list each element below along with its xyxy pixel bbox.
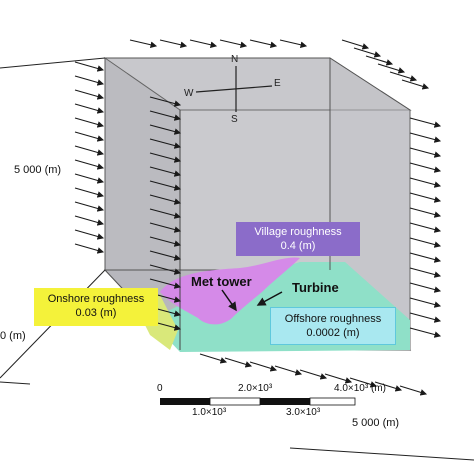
land-region (160, 257, 300, 325)
met-tower-label: Met tower (191, 274, 252, 289)
arrow-icon (353, 47, 382, 58)
scale-tick-4000: 4.0×10³ (m) (334, 383, 386, 394)
depth-dimension-label: 5 000 (m) (352, 417, 400, 429)
arrow-icon (149, 222, 182, 233)
arrow-icon (74, 201, 105, 212)
arrow-icon (149, 110, 182, 121)
scale-zero: 0 (157, 383, 163, 394)
met-tower-pointer (221, 289, 237, 312)
arrow-icon (149, 138, 182, 149)
left-lower-line (0, 381, 31, 385)
arrow-icon (409, 267, 442, 278)
compass-e: E (274, 78, 281, 89)
wind-arrows (74, 39, 442, 396)
arrow-icon (74, 117, 105, 128)
height-dim-line (0, 57, 106, 69)
scale-tick-2000: 2.0×10³ (238, 383, 273, 394)
arrow-icon (189, 39, 218, 48)
arrow-icon (224, 357, 253, 368)
arrow-icon (149, 96, 182, 107)
arrow-icon (409, 207, 442, 218)
arrow-icon (74, 173, 105, 184)
arrow-icon (149, 250, 182, 261)
arrow-icon (409, 252, 442, 263)
arrow-icon (74, 131, 105, 142)
onshore-roughness-box: Onshore roughness 0.03 (m) (34, 288, 158, 326)
compass-s: S (231, 114, 238, 125)
arrow-icon (409, 327, 442, 338)
arrow-icon (389, 71, 418, 82)
arrow-icon (299, 369, 328, 380)
arrow-icon (409, 162, 442, 173)
arrow-icon (219, 39, 248, 48)
arrow-icon (74, 75, 105, 86)
arrow-icon (74, 89, 105, 100)
arrow-icon (74, 145, 105, 156)
depth-dim-line (289, 447, 474, 461)
arrow-icon (409, 132, 442, 143)
arrow-icon (74, 159, 105, 170)
arrow-icon (74, 215, 105, 226)
arrow-icon (279, 39, 308, 48)
village-value: 0.4 (m) (280, 240, 316, 252)
arrow-icon (74, 61, 105, 72)
scale-bar (160, 397, 356, 406)
scale-tick-1000: 1.0×10³ (192, 407, 227, 418)
arrow-icon (149, 208, 182, 219)
arrow-icon (149, 180, 182, 191)
arrow-icon (149, 264, 182, 275)
arrow-icon (409, 117, 442, 128)
compass-n: N (231, 54, 238, 65)
arrow-icon (374, 381, 403, 392)
arrow-icon (149, 152, 182, 163)
onshore-value: 0.03 (m) (75, 307, 117, 319)
offshore-roughness-box: Offshore roughness 0.0002 (m) (270, 307, 396, 345)
arrow-icon (149, 236, 182, 247)
arrow-icon (149, 124, 182, 135)
arrow-icon (409, 147, 442, 158)
arrow-icon (159, 39, 188, 48)
arrow-icon (399, 385, 428, 396)
turbine-pointer (256, 291, 283, 306)
arrow-icon (149, 278, 182, 289)
compass-w: W (184, 88, 194, 99)
turbine-label: Turbine (292, 280, 339, 295)
arrow-icon (249, 361, 278, 372)
arrow-icon (149, 166, 182, 177)
arrow-icon (74, 103, 105, 114)
arrow-icon (149, 194, 182, 205)
arrow-icon (409, 237, 442, 248)
arrow-icon (409, 312, 442, 323)
arrow-icon (74, 243, 105, 254)
offshore-title: Offshore roughness (284, 313, 382, 325)
arrow-icon (409, 297, 442, 308)
arrow-icon (129, 39, 158, 48)
compass-icon (195, 66, 273, 112)
arrow-icon (365, 55, 394, 66)
arrow-icon (409, 192, 442, 203)
arrow-icon (199, 353, 228, 364)
scale-tick-3000: 3.0×10³ (286, 407, 321, 418)
arrow-icon (409, 177, 442, 188)
arrow-icon (409, 222, 442, 233)
arrow-icon (274, 365, 303, 376)
onshore-title: Onshore roughness (47, 293, 145, 305)
village-title: Village roughness (254, 226, 342, 238)
arrow-icon (349, 377, 378, 388)
left-dimension-label: 0 (m) (0, 330, 26, 342)
arrow-icon (341, 39, 370, 50)
arrow-icon (401, 79, 430, 90)
arrow-icon (324, 373, 353, 384)
height-dimension-label: 5 000 (m) (14, 164, 62, 176)
village-roughness-box: Village roughness 0.4 (m) (236, 222, 360, 256)
arrow-icon (377, 63, 406, 74)
arrow-icon (249, 39, 278, 48)
offshore-value: 0.0002 (m) (306, 327, 360, 339)
arrow-icon (74, 187, 105, 198)
arrow-icon (74, 229, 105, 240)
arrow-icon (409, 282, 442, 293)
